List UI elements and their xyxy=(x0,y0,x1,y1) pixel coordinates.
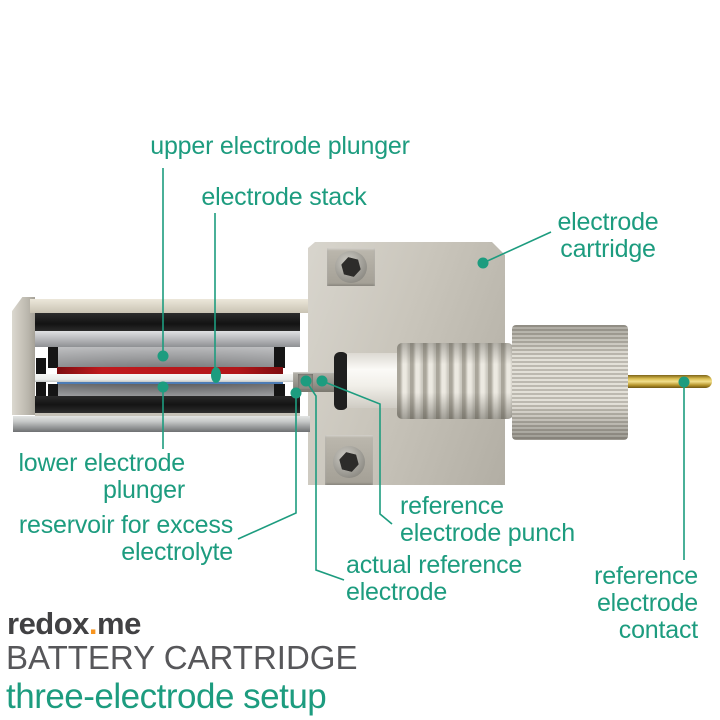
label-reference-electrode-punch-line2: electrode punch xyxy=(400,519,575,547)
bore-sleeve xyxy=(347,353,399,408)
product-title: BATTERY CARTRIDGE xyxy=(6,639,358,676)
lower-left-seal xyxy=(48,384,58,396)
cell-bottom-plate xyxy=(13,416,310,432)
label-reference-electrode-contact-line1: reference xyxy=(594,562,698,590)
label-reference-electrode-contact-line2: electrode xyxy=(596,589,698,617)
top-hex-socket-icon xyxy=(339,256,363,278)
label-actual-reference-electrode-line1: actual reference xyxy=(346,551,523,579)
top-hex-bolt-icon xyxy=(335,251,367,283)
logo-text-pre: redox xyxy=(7,606,89,641)
label-electrode-stack: electrode stack xyxy=(201,183,367,211)
bottom-hex-bolt-icon xyxy=(333,446,365,478)
cell-lower-body xyxy=(35,413,300,417)
label-reservoir-line1: reservoir for excess xyxy=(18,511,233,539)
product-subtitle: three-electrode setup xyxy=(6,677,327,716)
logo-text-post: me xyxy=(97,606,141,641)
label-lower-electrode-plunger-line2: plunger xyxy=(103,476,185,504)
upper-right-seal xyxy=(274,347,285,368)
lower-seal-oring xyxy=(35,396,300,413)
cell-top-plate xyxy=(30,299,308,313)
label-electrode-cartridge: electrode cartridge xyxy=(548,209,668,263)
upper-plunger-cap xyxy=(35,331,300,347)
label-actual-reference-electrode: actual reference electrode xyxy=(346,552,566,606)
redoxme-logo: redox.me xyxy=(7,606,141,642)
logo-orange-dot: . xyxy=(88,606,98,641)
knurled-nut xyxy=(512,325,628,440)
upper-seal-oring xyxy=(35,313,300,331)
label-reservoir: reservoir for excess electrolyte xyxy=(0,512,233,566)
reference-electrode-contact-pin xyxy=(628,375,712,388)
label-lower-electrode-plunger-line1: lower electrode xyxy=(18,449,185,477)
label-electrode-cartridge-line2: cartridge xyxy=(560,235,656,263)
separator-plate xyxy=(35,374,297,382)
electrode-stack-part xyxy=(57,367,283,374)
label-reference-electrode-contact: reference electrode contact xyxy=(558,563,698,644)
cell-left-wall xyxy=(12,297,35,415)
label-electrode-cartridge-line1: electrode xyxy=(557,208,659,236)
label-reference-electrode-punch: reference electrode punch xyxy=(400,493,620,547)
label-actual-reference-electrode-line2: electrode xyxy=(346,578,448,606)
label-lower-electrode-plunger: lower electrode plunger xyxy=(0,450,185,504)
bottom-hex-socket-icon xyxy=(337,451,361,473)
actual-reference-electrode-part xyxy=(298,374,313,390)
upper-left-seal xyxy=(48,347,58,368)
label-reference-electrode-punch-line1: reference xyxy=(400,492,504,520)
lower-electrode-plunger-part xyxy=(48,384,285,396)
label-reference-electrode-contact-line3: contact xyxy=(618,616,698,644)
label-upper-electrode-plunger: upper electrode plunger xyxy=(150,132,410,160)
threaded-fitting xyxy=(397,343,513,419)
bore-oring xyxy=(334,352,348,410)
lower-right-seal xyxy=(274,384,285,396)
label-reservoir-line2: electrolyte xyxy=(121,538,233,566)
reference-membrane-layer xyxy=(57,382,283,384)
upper-electrode-plunger-part xyxy=(48,347,285,368)
